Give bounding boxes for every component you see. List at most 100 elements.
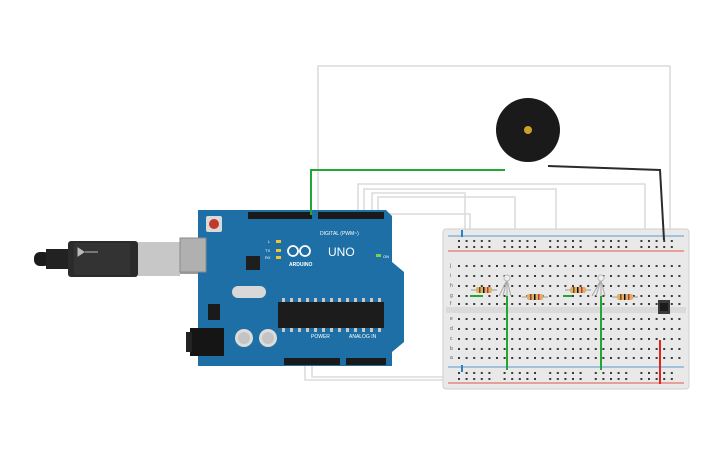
breadboard-hole	[458, 357, 460, 359]
breadboard-hole	[663, 265, 666, 267]
breadboard-hole	[473, 265, 476, 267]
resistors[interactable]	[471, 287, 638, 300]
breadboard-hole	[458, 318, 460, 320]
breadboard-hole	[610, 372, 612, 374]
breadboard-hole	[534, 372, 536, 374]
rgb-led-2	[591, 274, 606, 297]
breadboard-hole	[678, 265, 681, 267]
breadboard-hole	[503, 378, 506, 380]
breadboard-hole	[617, 285, 620, 287]
push-button[interactable]	[658, 300, 670, 314]
breadboard-hole	[488, 240, 491, 242]
breadboard-hole	[556, 275, 559, 277]
white-wires[interactable]	[304, 65, 671, 381]
breadboard-hole	[594, 265, 597, 267]
breadboard-hole	[496, 328, 498, 330]
breadboard-hole	[632, 275, 635, 277]
breadboard-hole	[579, 240, 582, 242]
breadboard-hole	[518, 338, 521, 340]
breadboard-hole	[564, 328, 567, 330]
arduino-uno-board[interactable]: ARDUINO UNO DIGITAL (PWM~) POWER ANALOG …	[179, 210, 404, 366]
breadboard-hole	[526, 372, 529, 374]
breadboard-hole	[465, 338, 468, 340]
breadboard-hole	[511, 285, 514, 287]
breadboard-hole	[617, 348, 620, 350]
breadboard-hole	[518, 240, 521, 242]
breadboard-hole	[511, 240, 514, 242]
breadboard-hole	[549, 338, 552, 340]
breadboard-hole	[458, 378, 460, 380]
breadboard-hole	[526, 378, 529, 380]
colored-wires[interactable]	[310, 165, 665, 384]
breadboard-hole	[480, 328, 483, 330]
breadboard-hole	[648, 240, 650, 242]
breadboard-hole	[503, 338, 506, 340]
breadboard-hole	[670, 338, 673, 340]
breadboard-hole	[670, 318, 673, 320]
breadboard-hole	[602, 348, 605, 350]
breadboard-hole	[648, 357, 650, 359]
breadboard-hole	[496, 303, 498, 305]
breadboard-hole	[648, 318, 650, 320]
breadboard-hole	[526, 338, 529, 340]
breadboard-hole	[655, 240, 658, 242]
breadboard-hole	[579, 338, 582, 340]
breadboard-hole	[678, 338, 681, 340]
breadboard-hole	[640, 303, 643, 305]
breadboard-hole	[594, 328, 597, 330]
breadboard-hole	[549, 348, 552, 350]
breadboard-hole	[572, 275, 574, 277]
breadboard-hole	[632, 318, 635, 320]
breadboard-hole	[678, 275, 681, 277]
breadboard-hole	[632, 303, 635, 305]
breadboard-hole	[617, 303, 620, 305]
breadboard-hole	[480, 240, 483, 242]
breadboard-hole	[678, 318, 681, 320]
reset-button[interactable]	[209, 219, 219, 229]
breadboard-hole	[594, 378, 597, 380]
breadboard-hole	[503, 357, 506, 359]
piezo-buzzer[interactable]	[496, 98, 560, 162]
breadboard-hole	[663, 372, 666, 374]
breadboard-hole	[549, 275, 552, 277]
breadboard-hole	[579, 275, 582, 277]
breadboard-hole	[648, 285, 650, 287]
breadboard-hole	[587, 348, 590, 350]
breadboard-hole	[610, 328, 612, 330]
breadboard-hole	[678, 295, 681, 297]
breadboard-hole	[572, 303, 574, 305]
breadboard-hole	[579, 246, 582, 248]
breadboard-hole	[556, 265, 559, 267]
breadboard-hole	[556, 372, 559, 374]
breadboard-hole	[625, 275, 628, 277]
breadboard-holes[interactable]	[458, 240, 681, 380]
breadboard-hole	[602, 357, 605, 359]
usb-cable[interactable]	[34, 241, 202, 277]
breadboard-hole	[503, 303, 506, 305]
breadboard-hole	[640, 246, 643, 248]
breadboard-hole	[526, 285, 529, 287]
breadboard-hole	[587, 265, 590, 267]
breadboard-hole	[465, 372, 468, 374]
breadboard-hole	[602, 328, 605, 330]
resistor-3	[565, 287, 591, 293]
breadboard-hole	[503, 348, 506, 350]
rgb-leds[interactable]	[498, 274, 606, 297]
board-model: UNO	[328, 245, 355, 259]
breadboard-hole	[632, 295, 635, 297]
breadboard-hole	[594, 348, 597, 350]
breadboard-hole	[541, 338, 544, 340]
breadboard-hole	[640, 265, 643, 267]
breadboard-hole	[480, 348, 483, 350]
breadboard-hole	[473, 246, 476, 248]
breadboard-hole	[518, 318, 521, 320]
breadboard-hole	[579, 295, 582, 297]
rgb-led-1	[498, 274, 512, 297]
breadboard-hole	[465, 303, 468, 305]
breadboard-hole	[511, 295, 514, 297]
breadboard-hole	[655, 275, 658, 277]
breadboard-hole	[549, 295, 552, 297]
breadboard-hole	[587, 328, 590, 330]
breadboard-hole	[625, 285, 628, 287]
breadboard-hole	[670, 240, 673, 242]
